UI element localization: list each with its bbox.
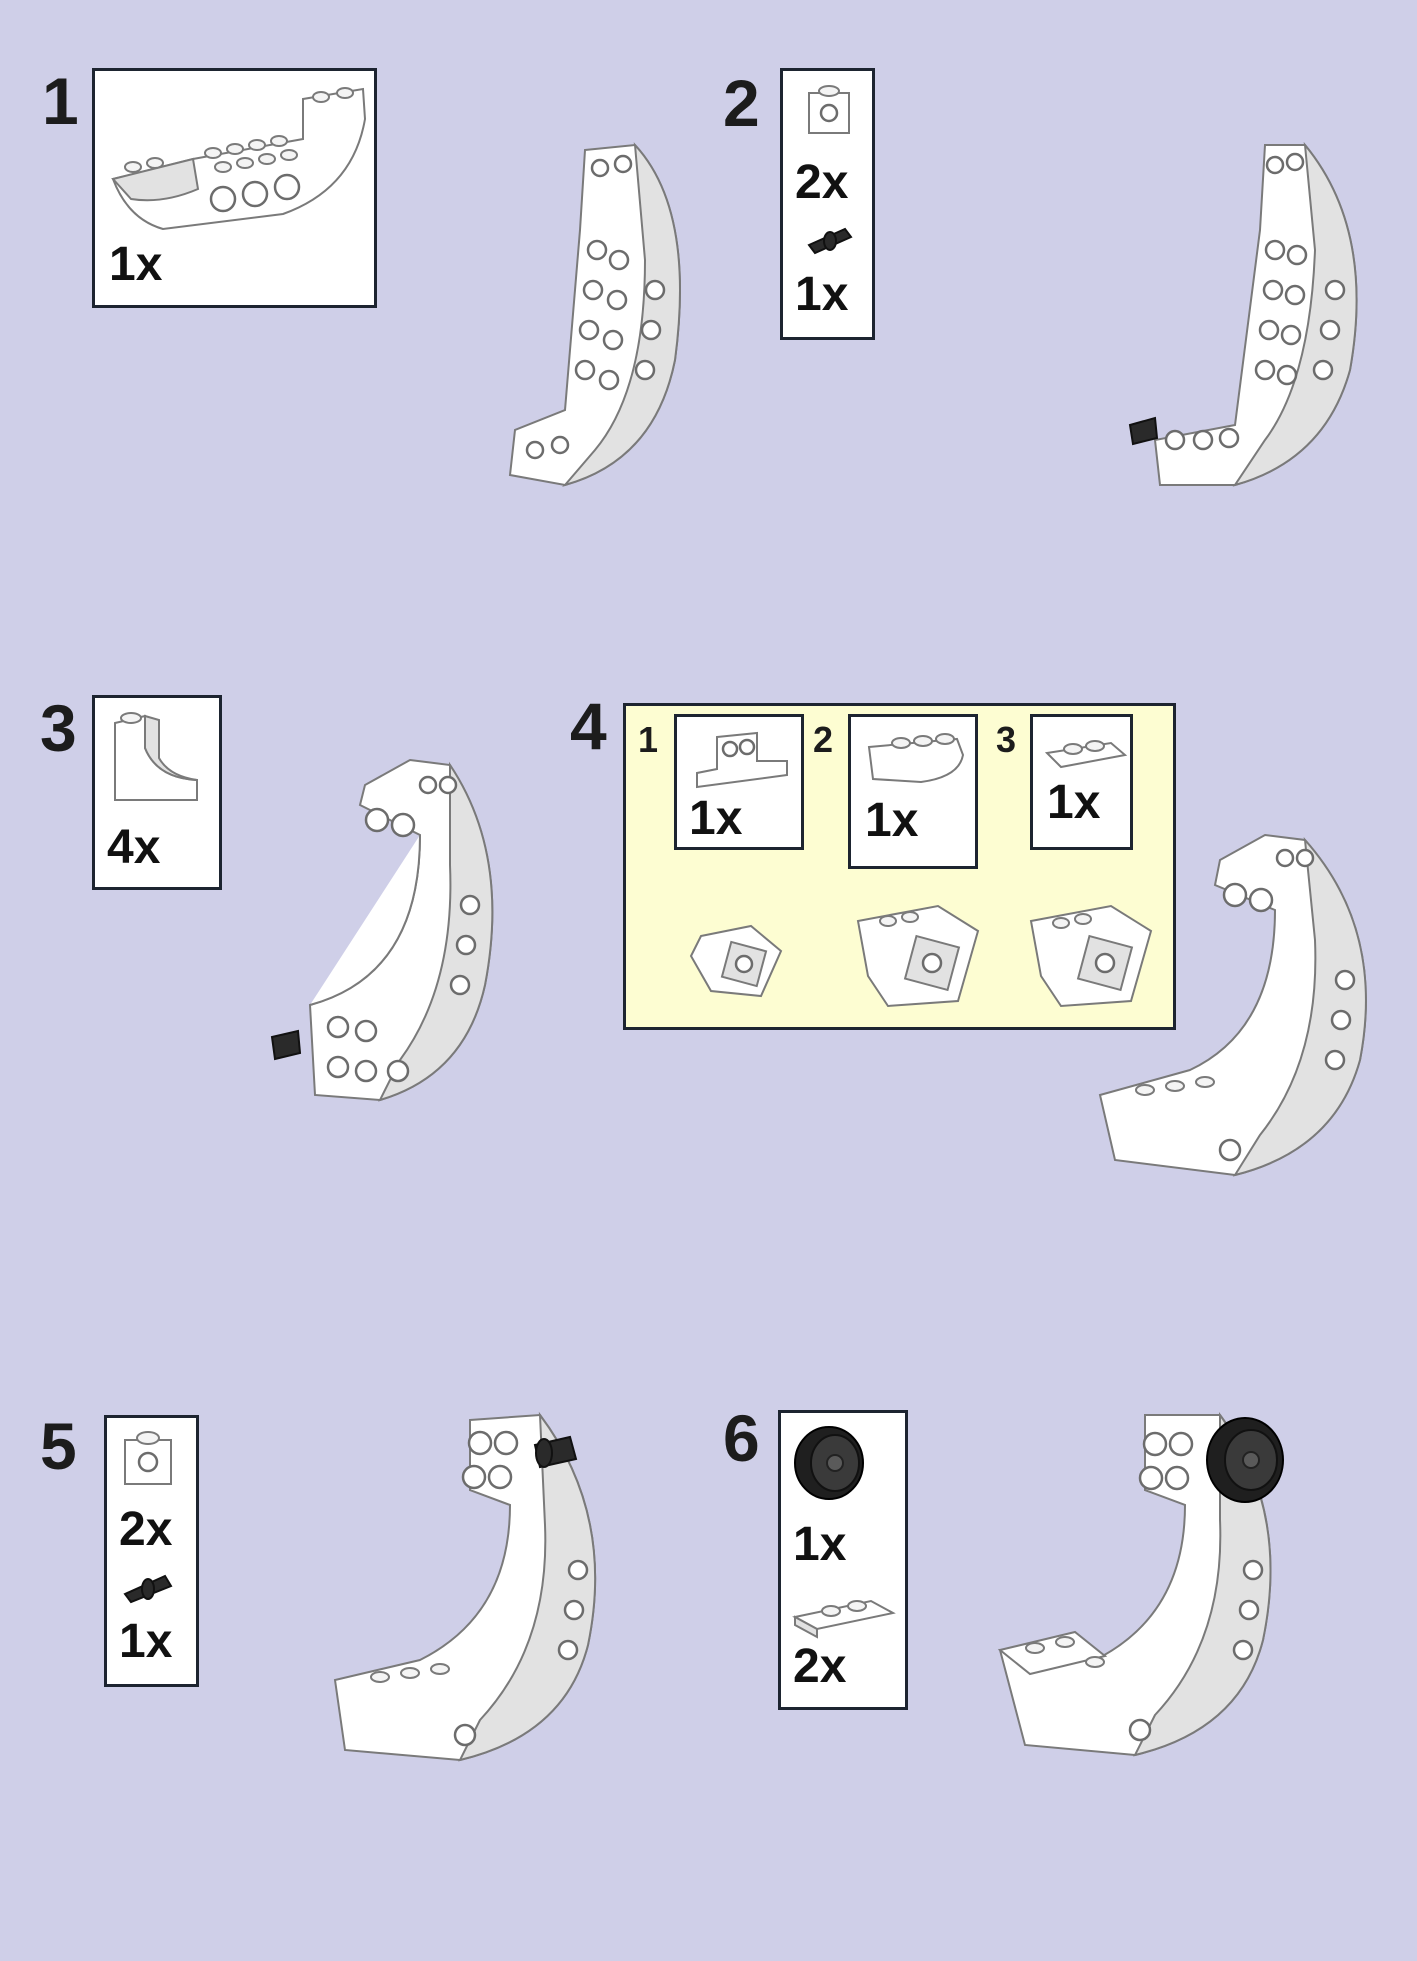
substep-3-number: 3	[996, 719, 1017, 760]
step-5-assembly-illustration	[333, 1411, 597, 1762]
step-4-assembly-illustration	[1098, 833, 1367, 1177]
step-6-qty-2: 2x	[793, 1640, 847, 1693]
step-1-qty: 1x	[109, 238, 163, 291]
step-1-parts-box: 1x	[92, 68, 377, 308]
step-6-qty-1: 1x	[793, 1518, 847, 1571]
step-2-assembly-illustration	[1128, 141, 1358, 487]
substep-2-number: 2	[813, 719, 834, 760]
step-3-assembly-illustration	[270, 758, 494, 1102]
step-5-parts-box: 2x 1x	[104, 1415, 199, 1687]
step-5-qty-1: 2x	[119, 1503, 173, 1556]
step-2-qty-2: 1x	[795, 268, 849, 321]
plate-1x2-icon	[1044, 740, 1128, 769]
substep-2-result-illustration	[856, 904, 980, 1008]
bracket-plate-icon	[696, 731, 788, 789]
step-3-qty: 4x	[107, 821, 161, 874]
substep-1-parts-box: 1x	[674, 714, 804, 850]
step-4-number: 4	[570, 689, 607, 763]
wheel-icon	[794, 1426, 864, 1500]
step-6-assembly-illustration	[997, 1411, 1284, 1757]
substep-1-number: 1	[638, 719, 659, 760]
inverted-slope-icon	[867, 733, 965, 784]
substep-3-qty: 1x	[1047, 776, 1101, 829]
step-2-qty-1: 2x	[795, 156, 849, 209]
step-1-number: 1	[42, 64, 79, 138]
step-5-number: 5	[40, 1409, 77, 1483]
step-2-parts-box: 2x 1x	[780, 68, 875, 340]
jumper-plate-icon	[792, 1599, 896, 1639]
technic-pin-icon	[123, 1574, 173, 1604]
step-3-parts-box: 4x	[92, 695, 222, 890]
step-6-parts-box: 1x 2x	[778, 1410, 908, 1710]
substep-1-qty: 1x	[689, 792, 743, 845]
curved-brick-icon	[111, 87, 367, 231]
substep-2-qty: 1x	[865, 794, 919, 847]
arch-slope-icon	[114, 712, 198, 801]
substep-3-parts-box: 1x	[1030, 714, 1133, 850]
step-2-number: 2	[723, 66, 760, 140]
step-3-number: 3	[40, 691, 77, 765]
substep-1-result-illustration	[689, 924, 783, 998]
step-1-assembly-illustration	[508, 142, 681, 487]
substep-2-parts-box: 1x	[848, 714, 978, 869]
technic-brick-1x1-icon	[124, 1431, 172, 1485]
step-5-qty-2: 1x	[119, 1615, 173, 1668]
step-4-substep-panel: 1 1x 2 1x 3 1x	[623, 703, 1176, 1030]
substep-3-result-illustration	[1029, 904, 1153, 1008]
technic-pin-icon	[807, 227, 853, 255]
technic-brick-1x1-icon	[808, 85, 850, 134]
step-6-number: 6	[723, 1401, 760, 1475]
